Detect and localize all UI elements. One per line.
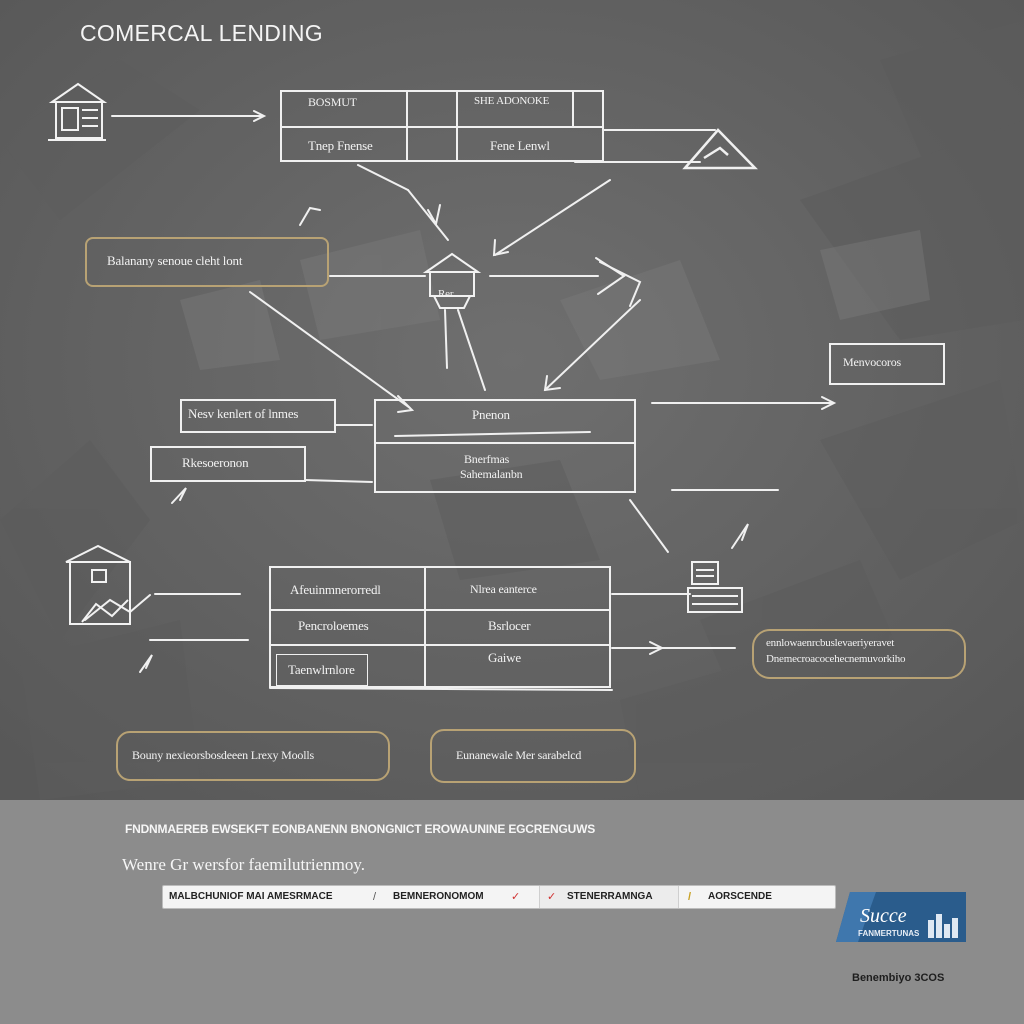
center-table-row-2: Sahemalanbn: [460, 467, 523, 481]
hub-lantern-icon: [422, 252, 482, 309]
slash-mark-2: /: [688, 891, 692, 903]
check-icon-2: ✓: [547, 891, 557, 903]
footer-tab-4[interactable]: AORSCENDE: [708, 891, 772, 902]
check-icon-1: ✓: [511, 891, 521, 903]
grid-cell-r3c1: Taenwlrnlore: [288, 662, 355, 677]
badge-text: Succe: [860, 905, 907, 927]
top-row-left: Tnep Fnense: [308, 138, 373, 153]
center-table-frame: [374, 399, 636, 493]
connector-lines: [84, 90, 837, 691]
bottom-pill-right-label: Eunanewale Mer sarabelcd: [456, 748, 582, 762]
grid-cell-r1c2: Nlrea eanterce: [470, 582, 537, 596]
badge-subtext: FANMERTUNAS: [858, 929, 920, 938]
diagram-board: COMERCAL LENDING: [0, 0, 1024, 800]
background-texture: [0, 0, 1024, 800]
footer-credit: Benembiyo 3COS: [852, 972, 945, 984]
grid-cell-r2c2: Bsrlocer: [488, 618, 531, 633]
slash-mark-1: /: [373, 891, 377, 903]
footer-headline: FNDNMAEREB EWSEKFT EONBANENN BNONGNICT E…: [125, 822, 596, 836]
center-table-row-1: Bnerfmas: [464, 452, 510, 466]
grid-cell-r3c2: Gaiwe: [488, 650, 521, 665]
success-badge: Succe FANMERTUNAS: [836, 892, 966, 942]
top-header-right: SHE ADONOKE: [474, 95, 550, 107]
warning-triangle-shape: [682, 128, 758, 170]
center-table-head: Pnenon: [472, 407, 510, 422]
bottom-pill-right: [430, 729, 636, 783]
lower-grid-frame: [269, 566, 611, 688]
mid-node-label-2: Rkesoeronon: [182, 455, 249, 470]
speech-bubble: [752, 629, 966, 679]
gold-node-label: Balanany senoue cleht lont: [107, 253, 243, 268]
bottom-pill-left: [116, 731, 390, 781]
grid-cell-r2c1: Pencroloemes: [298, 618, 369, 633]
right-node-label: Menvocoros: [843, 355, 901, 369]
gold-node-box: [85, 237, 329, 287]
stack-documents-icon: [687, 561, 743, 613]
bubble-line-1: ennlowaenrcbuslevaeriyeravet: [766, 637, 895, 649]
bottom-pill-left-label: Bouny nexieorsbosdeeen Lrexy Moolls: [132, 748, 314, 762]
house-document-icon: [65, 544, 131, 625]
footer-tab-bar: MALBCHUNIOF MAI AMESRMACE / BEMNERONOMOM…: [162, 885, 836, 909]
footer-tab-3[interactable]: STENERRAMNGA: [567, 891, 653, 902]
grid-inner-box: [276, 654, 368, 686]
mid-node-box-2: [150, 446, 306, 482]
mid-node-label-1: Nesv kenlert of lnmes: [188, 406, 299, 421]
bubble-line-2: Dnemecroacocehecnemuvorkiho: [766, 653, 906, 665]
grid-cell-r1c1: Afeuinmnerorredl: [290, 582, 381, 597]
hub-label: Rer: [438, 288, 454, 300]
footer-tab-2[interactable]: BEMNERONOMOM: [393, 891, 484, 902]
building-icon: [48, 82, 108, 141]
mid-node-box-1: [180, 399, 336, 433]
footer-tab-1[interactable]: MALBCHUNIOF MAI AMESRMACE: [169, 891, 333, 902]
footer-tab-highlight: [539, 886, 679, 908]
badge-city-icon: [928, 914, 958, 938]
footer-subtitle: Wenre Gr wersfor faemilutrienmoy.: [122, 855, 365, 874]
diagram-title: COMERCAL LENDING: [80, 20, 323, 46]
top-header-left: BOSMUT: [308, 95, 357, 109]
top-row-right: Fene Lenwl: [490, 138, 550, 153]
right-node-box: [829, 343, 945, 385]
